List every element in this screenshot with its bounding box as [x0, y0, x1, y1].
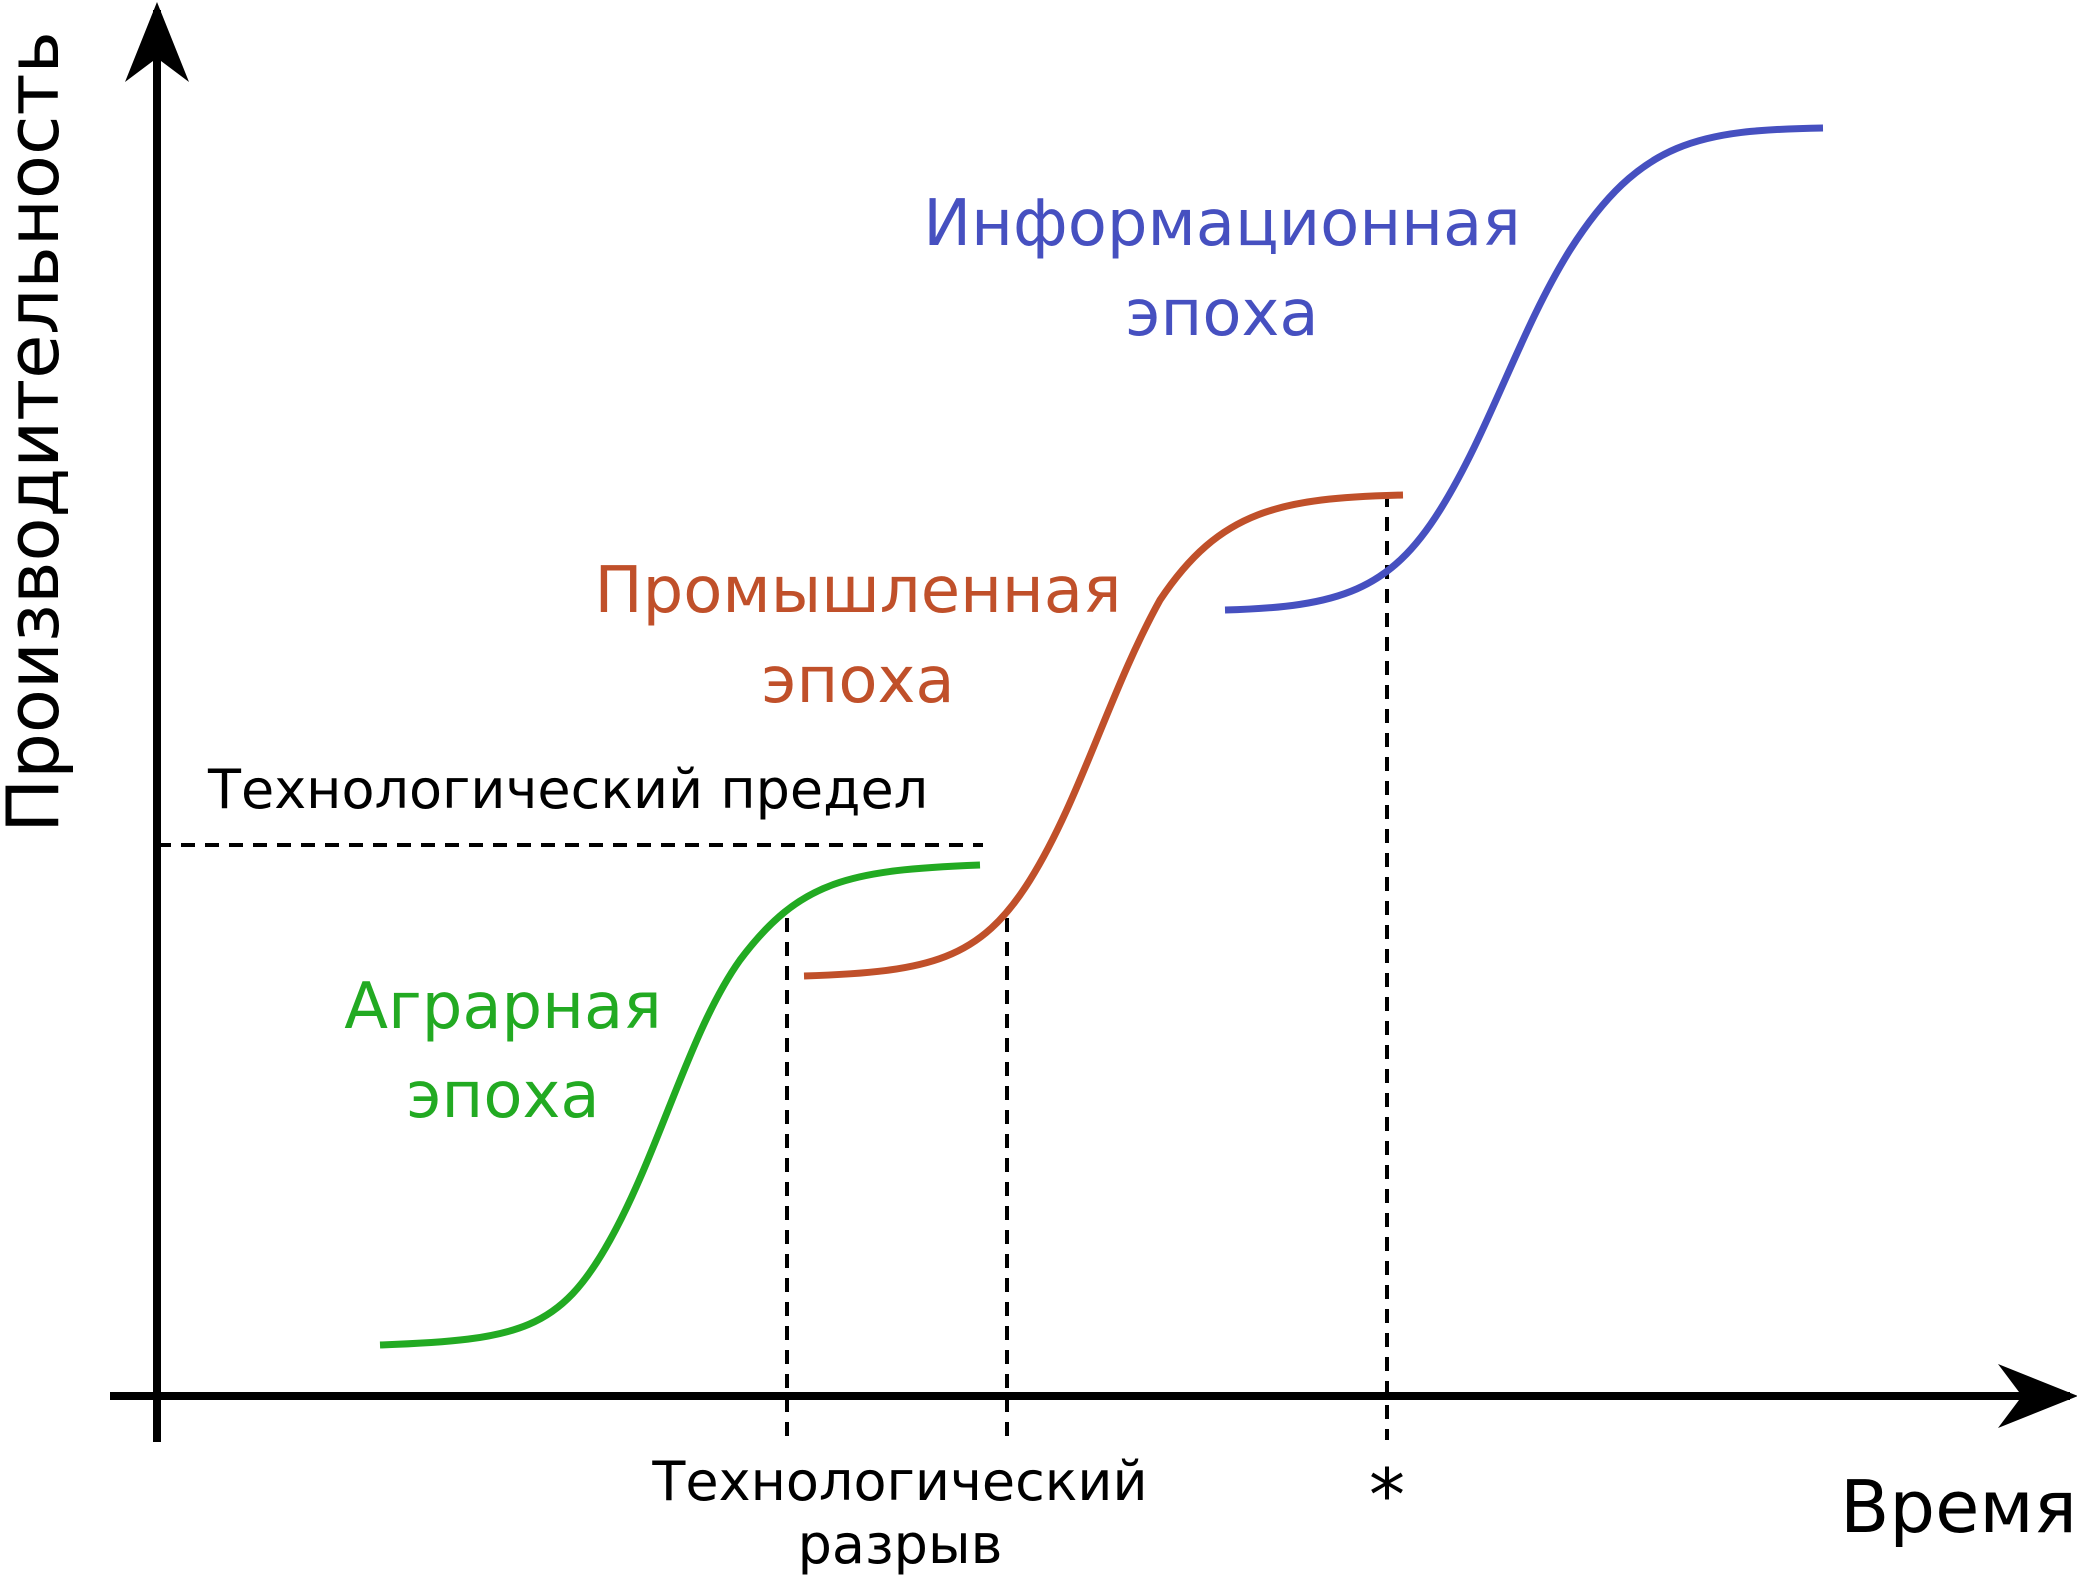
- tech-limit-label: Технологический предел: [207, 758, 928, 821]
- agrarian-era-label-line1: Аграрная: [344, 970, 661, 1044]
- agrarian-era-label-line2: эпоха: [406, 1059, 599, 1133]
- tech-gap-label-line1: Технологический: [651, 1450, 1147, 1513]
- x-axis-label: Время: [1840, 1465, 2077, 1549]
- information-curve: [1224, 124, 1824, 614]
- information-era-label-line1: Информационная: [923, 187, 1520, 261]
- agrarian-curve: [379, 861, 981, 1349]
- information-era-label-line2: эпоха: [1125, 277, 1318, 351]
- tech-gap-label-line2: разрыв: [798, 1513, 1003, 1576]
- y-axis-label: Производительность: [0, 31, 75, 833]
- industrial-era-label-line1: Промышленная: [595, 554, 1122, 628]
- industrial-era-label-line2: эпоха: [761, 644, 954, 718]
- star-marker: *: [1369, 1453, 1405, 1537]
- industrial-curve: [803, 491, 1404, 980]
